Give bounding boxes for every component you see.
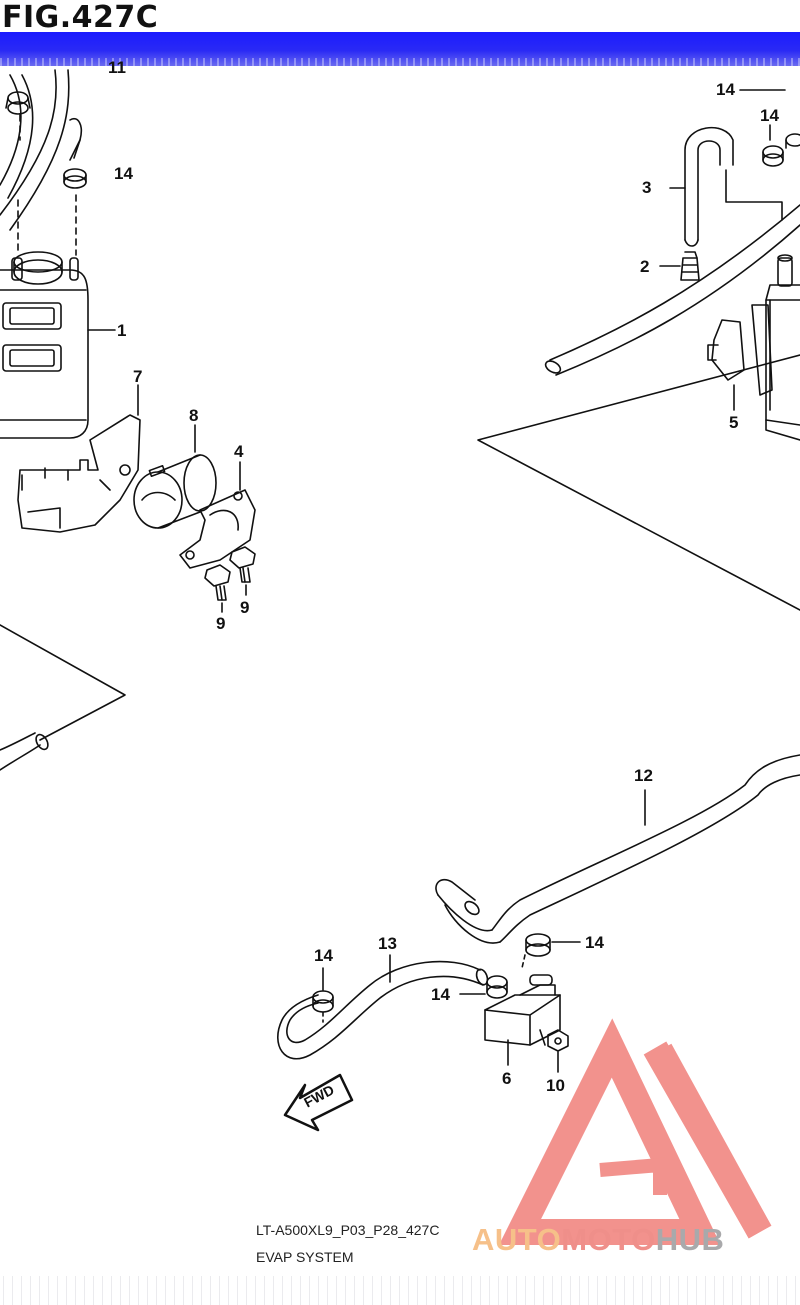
model-code: LT-A500XL9_P03_P28_427C [256, 1222, 440, 1238]
callout-14-f: 14 [431, 985, 450, 1004]
fitting-part-2 [680, 251, 700, 281]
clamp-part-14-f [486, 975, 508, 999]
callout-8: 8 [189, 406, 199, 425]
hose-part-12 [435, 754, 800, 944]
clamp-part-14-d [525, 933, 551, 957]
hose-part-3 [684, 126, 734, 247]
header-band [0, 32, 800, 66]
clamp-part-14-topleft [5, 91, 31, 115]
callout-5: 5 [729, 413, 739, 432]
canister-part-1 [0, 251, 89, 439]
clamp-part-14-e [312, 990, 334, 1013]
clamp-part-14-b [785, 133, 800, 149]
cushion-part-8 [133, 454, 217, 529]
callout-1: 1 [117, 321, 127, 340]
callout-14-d: 14 [585, 933, 604, 952]
valve-part-6 [484, 974, 561, 1046]
hose-top-left [0, 69, 83, 231]
watermark-text-moto: MOTO [561, 1222, 656, 1257]
holder-part-4 [179, 489, 256, 569]
figure-title: FIG.427C [2, 0, 159, 35]
callout-11: 11 [108, 58, 126, 77]
clamp-part-14-c [762, 145, 784, 167]
callout-6: 6 [502, 1069, 512, 1088]
callout-3: 3 [642, 178, 652, 197]
callout-10: 10 [546, 1076, 565, 1095]
bracket-part-5 [707, 304, 773, 396]
callout-14-b: 14 [716, 80, 735, 99]
watermark-text-auto: AUTO [472, 1222, 562, 1257]
bottom-noise-band [0, 1276, 800, 1305]
callout-9-b: 9 [240, 598, 250, 617]
callout-7: 7 [133, 367, 143, 386]
bolt-part-9-a [204, 564, 231, 601]
watermark-text: AUTOMOTOHUB [472, 1222, 724, 1258]
callout-14-c: 14 [760, 106, 779, 125]
bracket-part-7 [17, 414, 141, 533]
nut-part-10 [547, 1029, 569, 1052]
hose-left-mid [0, 732, 49, 771]
clamp-part-14-a [63, 168, 87, 189]
callout-4: 4 [234, 442, 244, 461]
fwd-arrow [283, 1073, 354, 1132]
section-name: EVAP SYSTEM [256, 1249, 354, 1265]
watermark-text-hub: HUB [655, 1222, 725, 1257]
watermark-logo [498, 1018, 772, 1245]
callout-9-a: 9 [216, 614, 226, 633]
callout-2: 2 [640, 257, 650, 276]
hose-right-upper [544, 204, 800, 376]
bolt-part-9-b [229, 546, 256, 583]
hose-part-13 [277, 960, 489, 1060]
callout-13: 13 [378, 934, 397, 953]
callout-12: 12 [634, 766, 653, 785]
callout-14-e: 14 [314, 946, 333, 965]
canister-right [765, 254, 800, 441]
callout-14-a: 14 [114, 164, 133, 183]
